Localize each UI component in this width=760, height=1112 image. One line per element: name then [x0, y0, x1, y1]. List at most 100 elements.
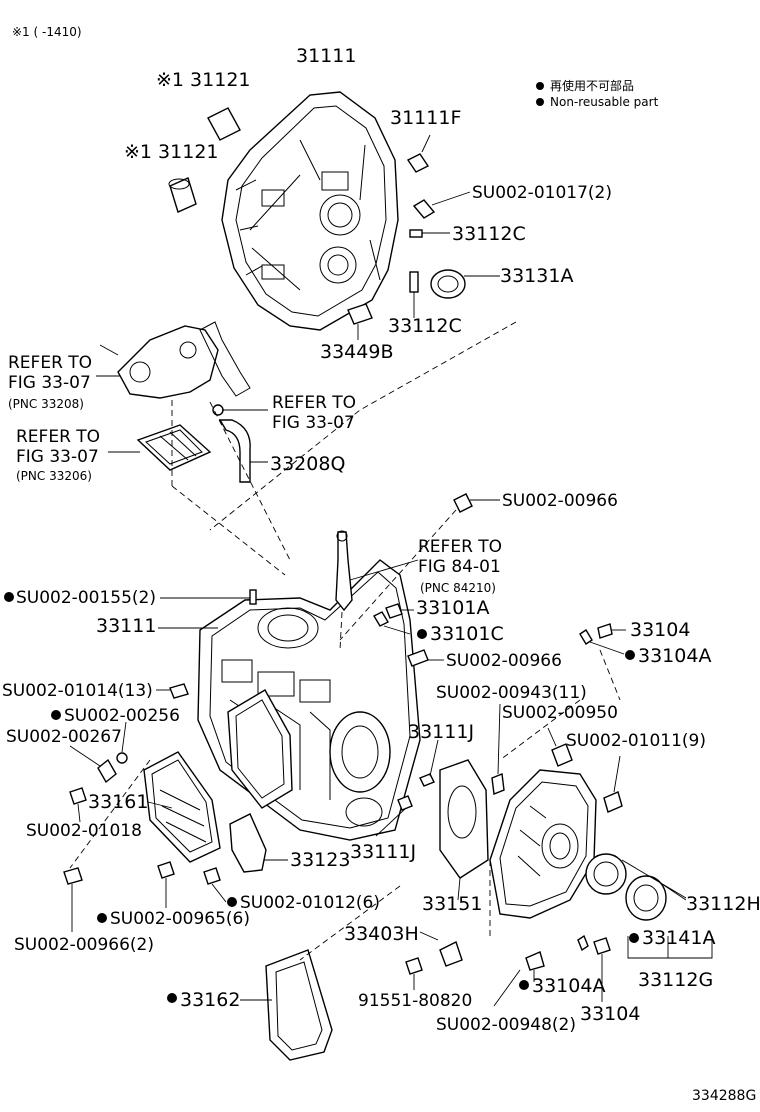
label-33104-a: 33104 [630, 619, 690, 641]
leader-su002-00948 [493, 969, 521, 1007]
guide-6 [299, 885, 401, 961]
label-33111J-a: 33111J [408, 721, 474, 743]
bolt-su002-01018 [69, 787, 87, 805]
gasket-33151 [439, 759, 489, 901]
leader-su002-01018 [77, 803, 81, 823]
label-su002-01012: SU002-01012(6) [240, 893, 380, 913]
label-33151: 33151 [422, 893, 482, 915]
bolt-su002-00943 [491, 773, 505, 795]
dot-su002-00965 [97, 913, 107, 923]
label-su002-00256: SU002-00256 [64, 706, 180, 726]
label-su002-00966-b: SU002-00966 [446, 651, 562, 671]
leader-33111J-b [375, 807, 407, 837]
guide-9 [599, 649, 621, 701]
guide-8 [499, 699, 581, 761]
sensor-su002-00966 [339, 493, 500, 641]
leader-33104A-a [589, 641, 625, 655]
label-33111-mid: 33111 [96, 615, 156, 637]
label-refer3-b: FIG 33-07 [16, 447, 99, 467]
leader-su002-00267 [69, 745, 101, 767]
label-33111J-b: 33111J [350, 841, 416, 863]
label-33112G: 33112G [638, 969, 713, 991]
sleeve-31121-b [168, 177, 197, 213]
dot-su002-00256 [51, 710, 61, 720]
label-refer1-c: (PNC 33208) [8, 397, 84, 411]
label-33112C-b: 33112C [388, 315, 462, 337]
label-31111-top: 31111 [296, 45, 356, 67]
pin-33111J-b [397, 795, 413, 811]
pump-assembly-shape [99, 321, 251, 399]
oring-su002-00256 [116, 752, 128, 764]
label-refer2-b: FIG 33-07 [272, 413, 355, 433]
bolt-33101A [385, 603, 403, 619]
label-su002-00948: SU002-00948(2) [436, 1015, 576, 1035]
dot-33104A-b [519, 980, 529, 990]
label-su002-01017: SU002-01017(2) [472, 183, 612, 203]
label-33104A-a: 33104A [638, 645, 711, 667]
washer-33101C [373, 611, 389, 627]
dot-33162 [167, 993, 177, 1003]
pin-su002-00155 [249, 589, 257, 605]
label-refer2-a: REFER TO [272, 393, 356, 413]
bolt-33403H [439, 941, 463, 967]
label-91551-80820: 91551-80820 [358, 991, 472, 1011]
extension-housing-shape [489, 769, 597, 919]
bolt-su002-00966-2 [63, 867, 83, 885]
dot-33104A-a [625, 650, 635, 660]
leader-su002-01012 [211, 883, 227, 903]
label-su002-00966-a: SU002-00966 [502, 491, 618, 511]
legend-dot-2 [536, 98, 544, 106]
dot-33141A [629, 933, 639, 943]
bell-housing-shape [221, 91, 399, 331]
dot-33101C [417, 629, 427, 639]
bolt-su002-00965 [157, 861, 175, 879]
bolt-33104-b [593, 937, 611, 955]
guide-5 [69, 759, 151, 869]
label-33101A: 33101A [416, 597, 489, 619]
bolt-33104-a [597, 623, 613, 639]
label-33101C: 33101C [430, 623, 504, 645]
filter-shape [136, 424, 212, 471]
leader-33101C [383, 625, 411, 635]
main-case-shape [197, 559, 421, 841]
label-refer4-a: REFER TO [418, 537, 502, 557]
label-su002-01018: SU002-01018 [26, 821, 142, 841]
bracket-33112G [627, 936, 713, 959]
label-31111F: 31111F [390, 107, 461, 129]
leader-su002-00256 [121, 721, 127, 753]
sleeve-31121-a [207, 107, 241, 141]
label-refer3-a: REFER TO [16, 427, 100, 447]
leader-su002-00950 [547, 727, 557, 747]
label-33123: 33123 [290, 849, 350, 871]
label-33162: 33162 [180, 989, 240, 1011]
label-refer1-a: REFER TO [8, 353, 92, 373]
label-refer3-c: (PNC 33206) [16, 469, 92, 483]
bolt-su002-01012 [203, 867, 221, 885]
legend-jp: 再使用不可部品 [550, 78, 634, 93]
dot-su002-00155 [4, 592, 14, 602]
label-su002-00966-2: SU002-00966(2) [14, 935, 154, 955]
dot-su002-01012 [227, 897, 237, 907]
bolt-31111F [406, 134, 431, 173]
plug-su002-00267 [97, 758, 117, 784]
block-33449B [347, 303, 373, 340]
seal-ring-a [585, 853, 627, 895]
leader-su002-00943 [497, 703, 501, 775]
plate-33123 [229, 813, 288, 873]
label-su002-01011: SU002-01011(9) [566, 731, 706, 751]
bolt-91551-80820 [405, 957, 423, 975]
label-33131A: 33131A [500, 265, 573, 287]
label-33403H: 33403H [344, 923, 419, 945]
label-33112C-a: 33112C [452, 223, 526, 245]
label-31121-b: ※1 31121 [124, 141, 219, 163]
label-refer1-b: FIG 33-07 [8, 373, 91, 393]
label-31121-a: ※1 31121 [156, 69, 251, 91]
leader-su002-01011 [613, 755, 621, 793]
label-su002-00155: SU002-00155(2) [16, 588, 156, 608]
label-su002-01014: SU002-01014(13) [2, 681, 153, 701]
label-33112H: 33112H [686, 893, 760, 915]
bolt-su002-01014 [169, 683, 189, 699]
label-su002-00965: SU002-00965(6) [110, 909, 250, 929]
legend-dot-1 [536, 82, 544, 90]
